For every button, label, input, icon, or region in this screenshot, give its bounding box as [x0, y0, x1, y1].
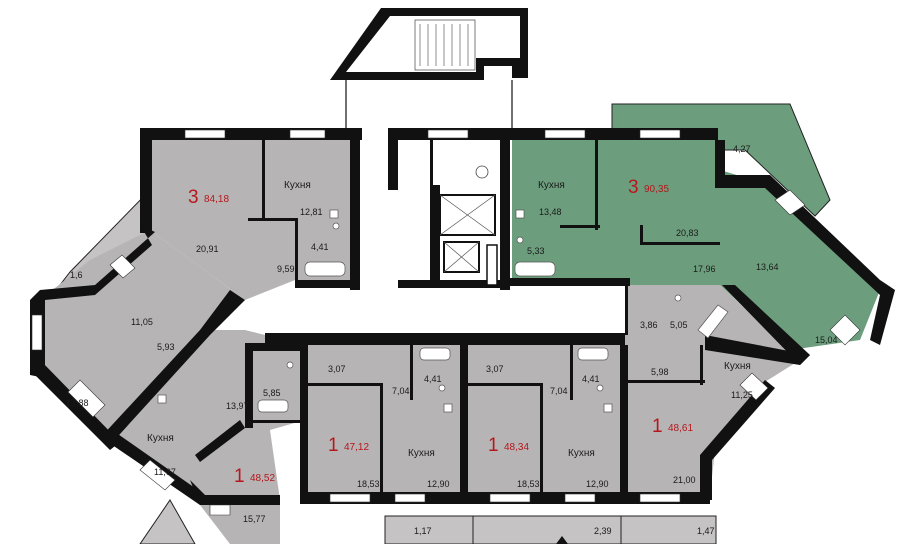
area-label: 3,86 — [640, 320, 658, 330]
elevator-shafts — [439, 165, 498, 286]
apt-a1-rooms: 3 — [188, 187, 199, 208]
area-label: 13,97 — [226, 401, 249, 411]
balconies — [59, 103, 831, 544]
entrance-arrow-icon — [556, 536, 568, 544]
apt-a3-area: 48,52 — [250, 473, 275, 484]
apt-a5-area: 48,34 — [504, 442, 529, 453]
area-label: 1,47 — [697, 526, 715, 536]
apt-a6-rooms: 1 — [652, 416, 663, 437]
area-label: 18,53 — [357, 479, 380, 489]
area-label: 20,91 — [196, 244, 219, 254]
area-label: 9,59 — [277, 264, 295, 274]
kitchen-label-a6: Кухня — [724, 361, 751, 372]
room-area-labels: 12,81 20,91 4,41 9,59 1,6 11,05 5,93 17,… — [66, 144, 838, 536]
bath-fixtures — [157, 209, 729, 413]
apt-a6-area: 48,61 — [668, 423, 693, 434]
area-label: 17,96 — [693, 264, 716, 274]
apt-a4-rooms: 1 — [328, 435, 339, 456]
apt-a1-area: 84,18 — [204, 194, 229, 205]
apartment-a4[interactable] — [305, 345, 463, 495]
area-label: 20,83 — [676, 228, 699, 238]
area-label: 12,90 — [427, 479, 450, 489]
area-label: 15,04 — [815, 335, 838, 345]
apt-a3-rooms: 1 — [234, 466, 245, 487]
apartment-a1-rooms[interactable] — [40, 230, 245, 440]
kitchen-labels: Кухня Кухня Кухня Кухня Кухня Кухня — [147, 180, 751, 459]
area-label: 4,41 — [582, 374, 600, 384]
area-label: 4,41 — [311, 242, 329, 252]
kitchen-label-a1: Кухня — [284, 180, 311, 191]
area-label: 13,64 — [756, 262, 779, 272]
apartment-a3[interactable] — [110, 330, 305, 505]
stair-tower — [330, 8, 528, 130]
kitchen-label-a4: Кухня — [408, 448, 435, 459]
area-label: 15,77 — [243, 514, 266, 524]
area-label: 7,04 — [550, 386, 568, 396]
area-label: 3,07 — [328, 364, 346, 374]
area-label: 18,53 — [517, 479, 540, 489]
windows — [31, 129, 861, 516]
apartment-a6[interactable] — [625, 285, 800, 495]
area-label: 13,48 — [539, 207, 562, 217]
kitchen-label-a2: Кухня — [538, 180, 565, 191]
area-label: 11,05 — [131, 317, 153, 327]
area-label: 4,41 — [424, 374, 442, 384]
apt-a2-rooms: 3 — [628, 177, 639, 198]
area-label: 1,6 — [70, 270, 83, 280]
area-label: 12,81 — [300, 207, 323, 217]
area-label: 5,98 — [651, 367, 669, 377]
area-label: 5,33 — [527, 246, 545, 256]
area-label: 2,39 — [594, 526, 612, 536]
apartment-a5[interactable] — [465, 345, 623, 495]
area-label: 11,25 — [731, 390, 753, 400]
area-label: 5,85 — [263, 388, 281, 398]
area-label: 3,07 — [486, 364, 504, 374]
area-label: 17,88 — [66, 398, 89, 408]
area-label: 1,17 — [414, 526, 432, 536]
apt-a5-rooms: 1 — [488, 435, 499, 456]
area-label: 21,00 — [673, 475, 696, 485]
area-label: 11,67 — [154, 467, 176, 477]
area-label: 5,05 — [670, 320, 688, 330]
area-label: 4,27 — [733, 144, 751, 154]
area-label: 5,93 — [157, 342, 175, 352]
area-label: 7,04 — [392, 386, 410, 396]
walls — [30, 128, 895, 505]
apt-a4-area: 47,12 — [344, 442, 369, 453]
kitchen-label-a5: Кухня — [568, 448, 595, 459]
apt-a2-area: 90,35 — [644, 184, 669, 195]
apartment-badges: 3 84,18 3 90,35 1 48,52 1 47,12 1 48,34 … — [188, 177, 693, 487]
kitchen-label-a3: Кухня — [147, 433, 174, 444]
area-label: 12,90 — [586, 479, 609, 489]
